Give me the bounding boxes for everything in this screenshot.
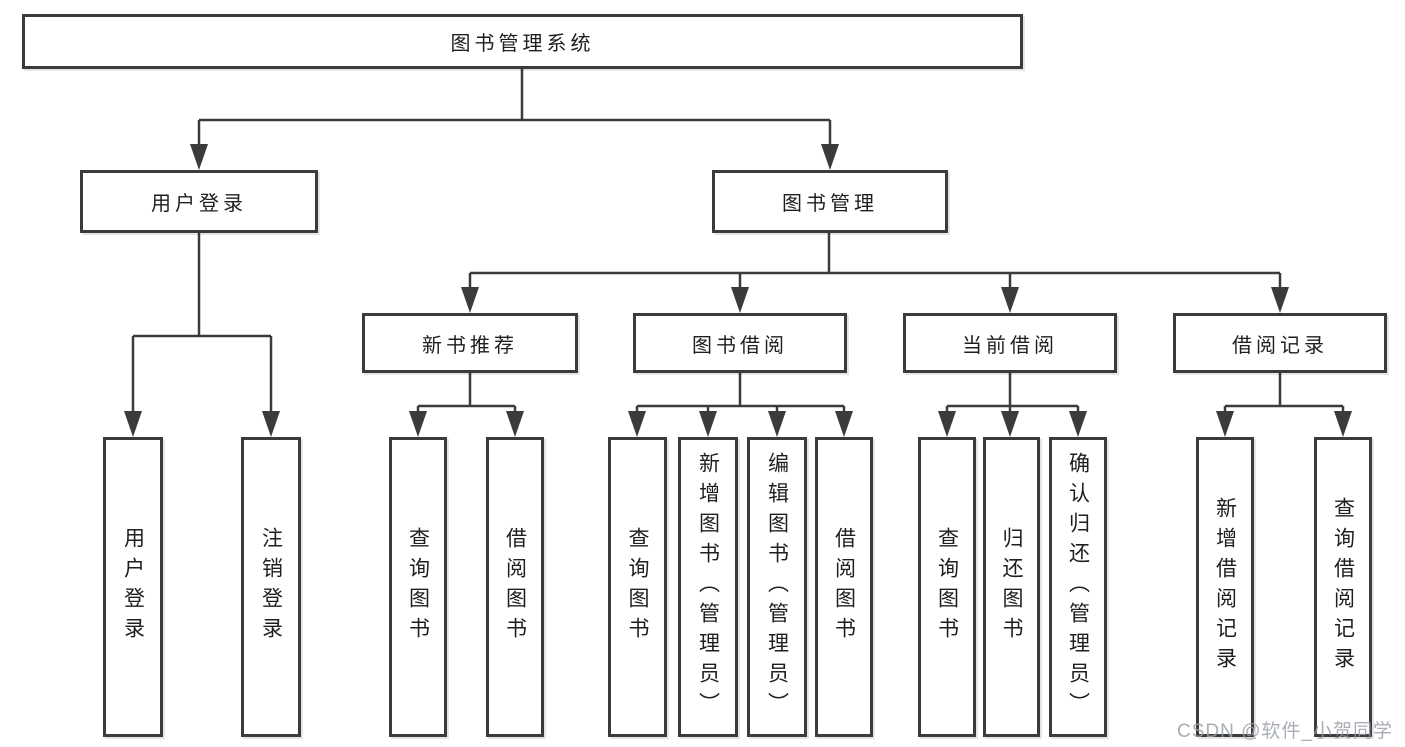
node-label: 新书推荐 <box>422 334 518 357</box>
node-label: 借阅记录 <box>1232 334 1328 357</box>
leaf-add-borrow-record: 新增借阅记录 <box>1196 437 1254 737</box>
node-label: 图书借阅 <box>692 334 788 357</box>
connector-current-borrow-children <box>938 373 1087 437</box>
leaf-query-books-current: 查询图书 <box>918 437 976 737</box>
leaf-label: 查询图书 <box>406 527 430 647</box>
leaf-label: 编辑图书（管理员） <box>765 452 789 722</box>
leaf-label: 借阅图书 <box>832 527 856 647</box>
arrowhead <box>821 144 839 170</box>
leaf-label: 借阅图书 <box>503 527 527 647</box>
node-current-borrow: 当前借阅 <box>903 313 1117 373</box>
connector-book-borrow-children <box>628 373 853 437</box>
node-new-book-recommend: 新书推荐 <box>362 313 578 373</box>
leaf-user-login: 用户登录 <box>103 437 163 737</box>
leaf-confirm-return-admin: 确认归还（管理员） <box>1049 437 1107 737</box>
leaf-label: 查询图书 <box>935 527 959 647</box>
node-book-management: 图书管理 <box>712 170 948 233</box>
leaf-label: 确认归还（管理员） <box>1066 452 1090 722</box>
node-label: 当前借阅 <box>962 334 1058 357</box>
arrowhead <box>938 411 956 437</box>
leaf-label: 查询借阅记录 <box>1331 497 1355 677</box>
connector-borrow-records-children <box>1216 373 1352 437</box>
arrowhead <box>699 411 717 437</box>
leaf-add-books-admin: 新增图书（管理员） <box>678 437 738 737</box>
arrowhead <box>409 411 427 437</box>
arrowhead <box>461 287 479 313</box>
connector-new-book-recommend-children <box>409 373 524 437</box>
leaf-logout: 注销登录 <box>241 437 301 737</box>
arrowhead <box>190 144 208 170</box>
arrowhead <box>1216 411 1234 437</box>
leaf-query-books-borrow: 查询图书 <box>608 437 667 737</box>
arrowhead <box>1001 411 1019 437</box>
arrowhead <box>1001 287 1019 313</box>
arrowhead <box>506 411 524 437</box>
node-label: 用户登录 <box>151 193 247 215</box>
leaf-label: 用户登录 <box>121 527 145 647</box>
leaf-return-books: 归还图书 <box>983 437 1040 737</box>
leaf-label: 新增图书（管理员） <box>696 452 720 722</box>
node-label: 图书管理系统 <box>450 33 595 55</box>
arrowhead <box>768 411 786 437</box>
leaf-label: 注销登录 <box>259 527 283 647</box>
arrowhead <box>1271 287 1289 313</box>
leaf-query-borrow-record: 查询借阅记录 <box>1314 437 1372 737</box>
arrowhead <box>1069 411 1087 437</box>
arrowhead <box>1334 411 1352 437</box>
arrowhead <box>124 411 142 437</box>
node-label: 图书管理 <box>782 193 878 215</box>
leaf-borrow-books: 借阅图书 <box>815 437 873 737</box>
leaf-label: 查询图书 <box>626 527 649 647</box>
arrowhead <box>731 287 749 313</box>
connector-user-login-children <box>124 233 280 437</box>
arrowhead <box>835 411 853 437</box>
connector-root-to-level2 <box>190 69 839 170</box>
node-book-borrow: 图书借阅 <box>633 313 847 373</box>
leaf-borrow-books-recommend: 借阅图书 <box>486 437 544 737</box>
node-borrow-records: 借阅记录 <box>1173 313 1387 373</box>
leaf-edit-books-admin: 编辑图书（管理员） <box>747 437 807 737</box>
leaf-query-books-recommend: 查询图书 <box>389 437 447 737</box>
leaf-label: 归还图书 <box>1000 527 1023 647</box>
arrowhead <box>262 411 280 437</box>
connector-book-management-to-level3 <box>461 233 1289 313</box>
leaf-label: 新增借阅记录 <box>1213 497 1237 677</box>
csdn-watermark: CSDN @软件_小贺同学 <box>1177 721 1393 742</box>
node-user-login: 用户登录 <box>80 170 318 233</box>
arrowhead <box>628 411 646 437</box>
node-root-library-system: 图书管理系统 <box>22 14 1023 69</box>
